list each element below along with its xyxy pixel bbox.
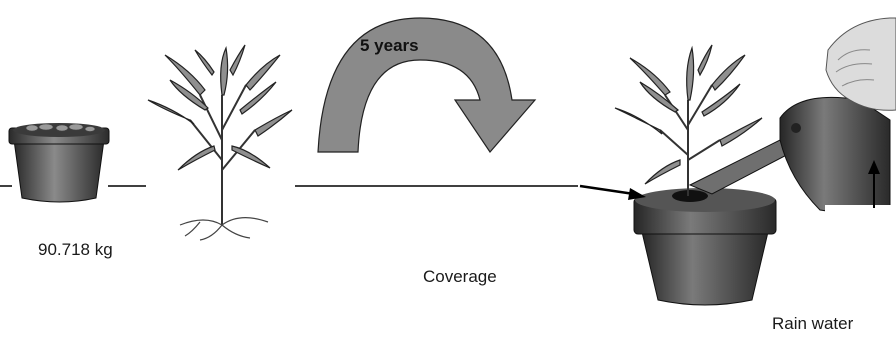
rain-water-label: Rain water [772, 314, 854, 333]
plant-image [147, 44, 293, 241]
soil-mass-label: 90.718 kg [38, 240, 113, 259]
watered-plant-image [579, 17, 896, 306]
coverage-label: Coverage [423, 267, 497, 286]
duration-label: 5 years [360, 36, 419, 55]
curved-arrow [317, 17, 537, 153]
soil-pot-image [8, 123, 110, 203]
